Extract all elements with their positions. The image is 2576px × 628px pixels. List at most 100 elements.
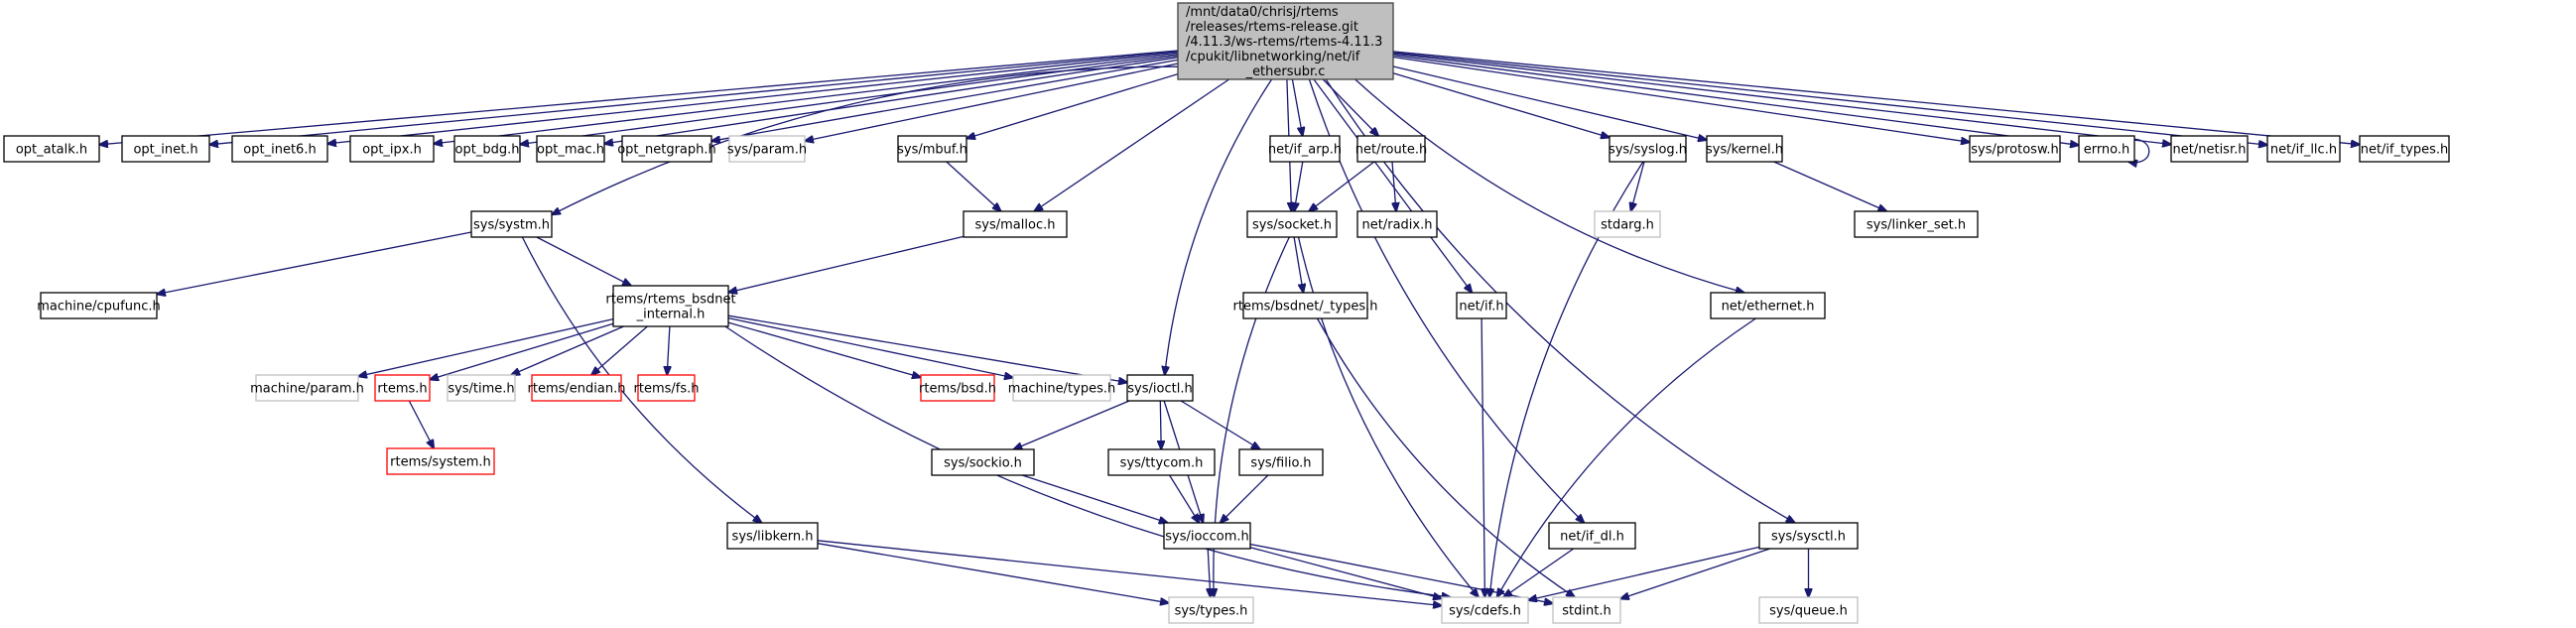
node-sys-libkern[interactable]: sys/libkern.h: [726, 522, 819, 550]
node-box[interactable]: [1356, 210, 1438, 238]
node-rtems-h[interactable]: rtems.h: [374, 374, 431, 402]
node-sys-cdefs[interactable]: sys/cdefs.h: [1441, 596, 1529, 624]
node-box[interactable]: [121, 135, 210, 163]
node-net-if-dl[interactable]: net/if_dl.h: [1548, 522, 1636, 550]
node-machine-cpufunc[interactable]: machine/cpufunc.h: [37, 292, 161, 319]
node-sys-param[interactable]: sys/param.h: [727, 135, 807, 163]
node-net-ethernet[interactable]: net/ethernet.h: [1710, 292, 1826, 319]
node-opt-atalk[interactable]: opt_atalk.h: [3, 135, 100, 163]
node-rtems-endian[interactable]: rtems/endian.h: [528, 374, 626, 402]
node-stdarg[interactable]: stdarg.h: [1594, 210, 1661, 238]
node-net-radix[interactable]: net/radix.h: [1356, 210, 1438, 238]
node-box[interactable]: [255, 374, 359, 402]
node-sys-time[interactable]: sys/time.h: [447, 374, 516, 402]
node-box[interactable]: [931, 448, 1035, 476]
node-rtems-bsdnet-internal[interactable]: rtems/rtems_bsdnet_internal.h: [605, 285, 736, 327]
node-opt-bdg[interactable]: opt_bdg.h: [453, 135, 521, 163]
node-box[interactable]: [920, 374, 995, 402]
node-box[interactable]: [470, 210, 553, 238]
node-errno[interactable]: errno.h: [2078, 135, 2135, 163]
node-box[interactable]: [447, 374, 516, 402]
node-net-netisr[interactable]: net/netisr.h: [2170, 135, 2249, 163]
node-box[interactable]: [1012, 374, 1111, 402]
node-box[interactable]: [612, 285, 729, 327]
node-box[interactable]: [386, 447, 495, 475]
node-sys-types[interactable]: sys/types.h: [1168, 596, 1254, 624]
node-box[interactable]: [1269, 135, 1341, 163]
node-box[interactable]: [40, 292, 158, 319]
node-box[interactable]: [231, 135, 328, 163]
node-box[interactable]: [1854, 210, 1979, 238]
node-box[interactable]: [453, 135, 521, 163]
node-root[interactable]: /mnt/data0/chrisj/rtems/releases/rtems-r…: [1177, 2, 1394, 80]
node-sys-linker-set[interactable]: sys/linker_set.h: [1854, 210, 1979, 238]
node-net-if-llc[interactable]: net/if_llc.h: [2266, 135, 2341, 163]
node-opt-ipx[interactable]: opt_ipx.h: [349, 135, 435, 163]
node-box[interactable]: [531, 374, 622, 402]
node-box[interactable]: [2266, 135, 2341, 163]
node-box[interactable]: [1177, 2, 1394, 80]
node-rtems-bsdnet-types[interactable]: rtems/bsdnet/_types.h: [1233, 292, 1378, 319]
node-box[interactable]: [1107, 448, 1216, 476]
node-opt-netgraph[interactable]: opt_netgraph.h: [617, 135, 716, 163]
node-box[interactable]: [1246, 210, 1338, 238]
node-box[interactable]: [1552, 596, 1621, 624]
node-box[interactable]: [637, 374, 696, 402]
node-box[interactable]: [2170, 135, 2249, 163]
node-rtems-bsd[interactable]: rtems/bsd.h: [919, 374, 996, 402]
node-sys-syslog[interactable]: sys/syslog.h: [1609, 135, 1687, 163]
node-box[interactable]: [1548, 522, 1636, 550]
node-box[interactable]: [726, 522, 819, 550]
node-box[interactable]: [1758, 522, 1859, 550]
node-box[interactable]: [1242, 292, 1368, 319]
node-box[interactable]: [1710, 292, 1826, 319]
node-sys-kernel[interactable]: sys/kernel.h: [1706, 135, 1783, 163]
node-box[interactable]: [1609, 135, 1687, 163]
node-sys-sockio[interactable]: sys/sockio.h: [931, 448, 1035, 476]
node-box[interactable]: [1594, 210, 1661, 238]
node-box[interactable]: [1706, 135, 1783, 163]
node-box[interactable]: [374, 374, 431, 402]
node-sys-queue[interactable]: sys/queue.h: [1758, 596, 1859, 624]
node-sys-malloc[interactable]: sys/malloc.h: [963, 210, 1068, 238]
node-box[interactable]: [621, 135, 712, 163]
node-box[interactable]: [728, 135, 806, 163]
node-box[interactable]: [963, 210, 1068, 238]
node-machine-param[interactable]: machine/param.h: [250, 374, 364, 402]
node-sys-socket[interactable]: sys/socket.h: [1246, 210, 1338, 238]
node-box[interactable]: [1126, 374, 1194, 402]
node-sys-systm[interactable]: sys/systm.h: [470, 210, 553, 238]
node-net-if[interactable]: net/if.h: [1456, 292, 1507, 319]
node-stdint[interactable]: stdint.h: [1552, 596, 1621, 624]
node-box[interactable]: [1356, 135, 1426, 163]
node-sys-filio[interactable]: sys/filio.h: [1238, 448, 1324, 476]
node-box[interactable]: [897, 135, 967, 163]
node-box[interactable]: [1163, 522, 1251, 550]
node-sys-ioccom[interactable]: sys/ioccom.h: [1163, 522, 1251, 550]
node-box[interactable]: [1456, 292, 1507, 319]
node-box[interactable]: [536, 135, 605, 163]
node-box[interactable]: [1969, 135, 2061, 163]
node-sys-ioctl[interactable]: sys/ioctl.h: [1126, 374, 1194, 402]
node-box[interactable]: [2359, 135, 2450, 163]
node-box[interactable]: [1238, 448, 1324, 476]
node-box[interactable]: [2078, 135, 2135, 163]
node-rtems-fs[interactable]: rtems/fs.h: [634, 374, 700, 402]
node-box[interactable]: [349, 135, 435, 163]
node-sys-sysctl[interactable]: sys/sysctl.h: [1758, 522, 1859, 550]
node-box[interactable]: [1758, 596, 1859, 624]
node-box[interactable]: [3, 135, 100, 163]
node-box[interactable]: [1441, 596, 1529, 624]
node-net-route[interactable]: net/route.h: [1355, 135, 1427, 163]
node-box[interactable]: [1168, 596, 1254, 624]
node-opt-inet[interactable]: opt_inet.h: [121, 135, 210, 163]
node-machine-types[interactable]: machine/types.h: [1008, 374, 1115, 402]
node-sys-protosw[interactable]: sys/protosw.h: [1969, 135, 2061, 163]
node-sys-mbuf[interactable]: sys/mbuf.h: [897, 135, 967, 163]
node-opt-inet6[interactable]: opt_inet6.h: [231, 135, 328, 163]
node-opt-mac[interactable]: opt_mac.h: [536, 135, 605, 163]
node-sys-ttycom[interactable]: sys/ttycom.h: [1107, 448, 1216, 476]
node-net-if-types[interactable]: net/if_types.h: [2359, 135, 2450, 163]
node-rtems-system[interactable]: rtems/system.h: [386, 447, 495, 475]
node-net-if-arp[interactable]: net/if_arp.h: [1268, 135, 1342, 163]
